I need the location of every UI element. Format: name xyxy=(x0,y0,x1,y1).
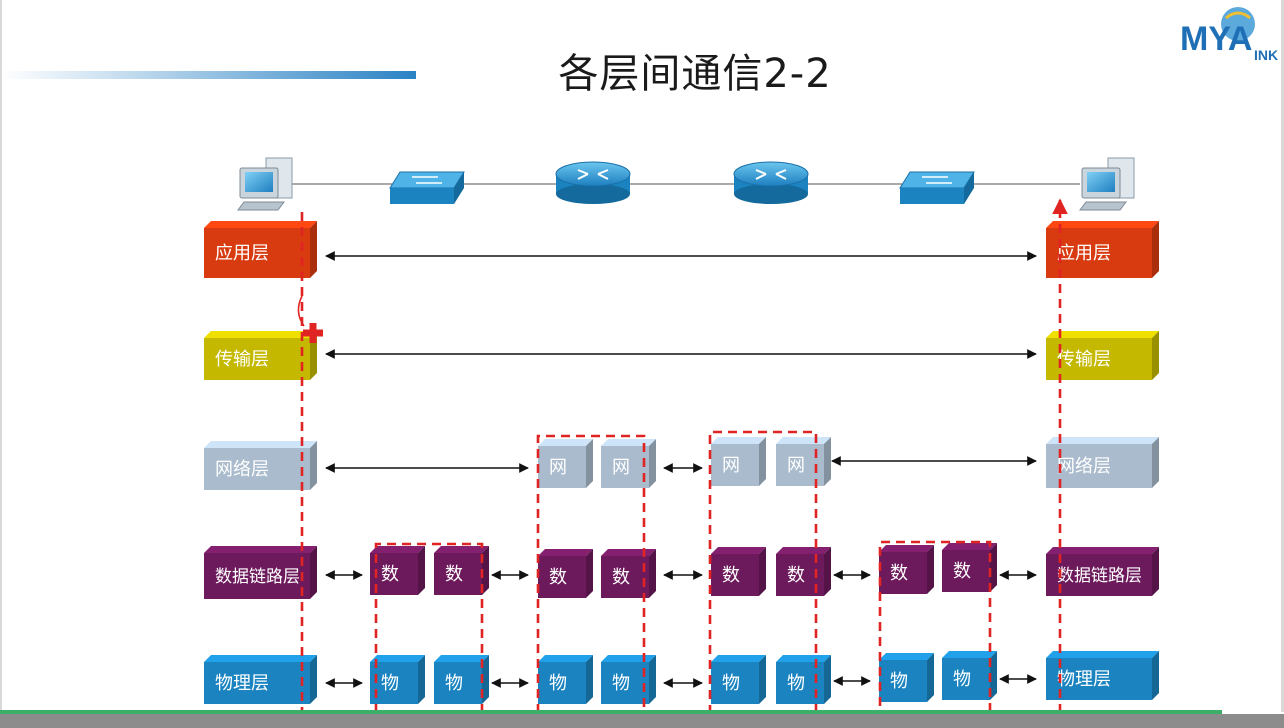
router1-datalink-a-label: 数 xyxy=(549,567,567,588)
router2-physical-b-label: 物 xyxy=(787,673,805,694)
brand-logo: MYA INK xyxy=(1176,4,1284,64)
switch2-physical-a: 物 xyxy=(879,653,934,702)
logo-text: MYA xyxy=(1180,20,1252,58)
switch2-physical-a-label: 物 xyxy=(890,671,908,692)
data-flow-dashed-path xyxy=(300,206,1062,720)
left-physical-layer-label: 物理层 xyxy=(215,673,269,694)
router2-network-a-label: 网 xyxy=(722,455,740,476)
router1-physical-a: 物 xyxy=(538,655,593,704)
switch1-datalink-a: 数 xyxy=(370,546,425,595)
right-application-layer-label: 应用层 xyxy=(1057,243,1111,264)
router1-datalink-b-label: 数 xyxy=(612,567,630,588)
slide-left-edge xyxy=(0,0,2,712)
router2-datalink-b-label: 数 xyxy=(787,565,805,586)
red-cross-marker xyxy=(303,323,323,343)
footer-gray-bar xyxy=(0,714,1284,728)
switch2-physical-b-label: 物 xyxy=(953,669,971,690)
router2-datalink-a: 数 xyxy=(711,547,766,596)
red-curve-annotation xyxy=(297,295,305,327)
computer-icon xyxy=(237,157,293,211)
left-physical-layer: 物理层 xyxy=(204,655,317,704)
right-transport-layer-label: 传输层 xyxy=(1057,349,1111,370)
switch1-physical-b-label: 物 xyxy=(445,673,463,694)
switch1-physical-a: 物 xyxy=(370,655,425,704)
right-network-layer: 网络层 xyxy=(1046,437,1159,488)
slide-title: 各层间通信2-2 xyxy=(558,51,832,97)
router-icon xyxy=(733,161,809,204)
switch2-datalink-b: 数 xyxy=(942,543,997,592)
left-datalink-layer: 数据链路层 xyxy=(204,546,317,599)
router1-physical-b: 物 xyxy=(601,655,656,704)
footer-green-bar xyxy=(0,710,1222,714)
router2-datalink-a-label: 数 xyxy=(722,565,740,586)
left-network-layer: 网络层 xyxy=(204,441,317,490)
switch2-datalink-a-label: 数 xyxy=(890,563,908,584)
switch2-datalink-a: 数 xyxy=(879,545,934,594)
router2-physical-a: 物 xyxy=(711,655,766,704)
router1-network-a-label: 网 xyxy=(549,457,567,478)
right-datalink-layer: 数据链路层 xyxy=(1046,547,1159,596)
right-datalink-layer-label: 数据链路层 xyxy=(1057,566,1142,586)
router1-network-a: 网 xyxy=(538,439,593,488)
router2-datalink-b: 数 xyxy=(776,547,831,596)
switch1-datalink-a-label: 数 xyxy=(381,564,399,585)
right-transport-layer: 传输层 xyxy=(1046,331,1159,380)
router2-network-b: 网 xyxy=(776,437,831,486)
router1-network-b: 网 xyxy=(601,439,656,488)
left-transport-layer: 传输层 xyxy=(204,331,317,380)
router1-datalink-b: 数 xyxy=(601,549,656,598)
title-decoration-line xyxy=(0,71,416,79)
router1-network-b-label: 网 xyxy=(612,457,630,478)
left-transport-layer-label: 传输层 xyxy=(215,349,269,370)
router-icon xyxy=(555,161,631,204)
left-network-layer-label: 网络层 xyxy=(215,459,269,480)
switch1-physical-b: 物 xyxy=(434,655,489,704)
switch2-datalink-b-label: 数 xyxy=(953,561,971,582)
right-network-layer-label: 网络层 xyxy=(1057,456,1111,477)
router1-physical-a-label: 物 xyxy=(549,673,567,694)
logo-subtext: INK xyxy=(1254,47,1278,63)
left-datalink-layer-label: 数据链路层 xyxy=(215,567,300,587)
right-physical-layer: 物理层 xyxy=(1046,651,1159,700)
router2-network-b-label: 网 xyxy=(787,455,805,476)
switch-icon xyxy=(389,171,465,204)
switch2-physical-b: 物 xyxy=(942,651,997,700)
left-application-layer: 应用层 xyxy=(204,221,317,278)
router1-physical-b-label: 物 xyxy=(612,673,630,694)
left-application-layer-label: 应用层 xyxy=(215,243,269,264)
router2-network-a: 网 xyxy=(711,437,766,486)
router2-physical-b: 物 xyxy=(776,655,831,704)
router2-physical-a-label: 物 xyxy=(722,673,740,694)
router1-datalink-a: 数 xyxy=(538,549,593,598)
switch1-datalink-b-label: 数 xyxy=(445,564,463,585)
right-physical-layer-label: 物理层 xyxy=(1057,669,1111,690)
right-application-layer: 应用层 xyxy=(1046,221,1159,278)
slide-right-edge xyxy=(1281,0,1284,712)
switch1-physical-a-label: 物 xyxy=(381,673,399,694)
switch-icon xyxy=(899,171,975,204)
computer-icon xyxy=(1079,157,1135,211)
switch1-datalink-b: 数 xyxy=(434,546,489,595)
